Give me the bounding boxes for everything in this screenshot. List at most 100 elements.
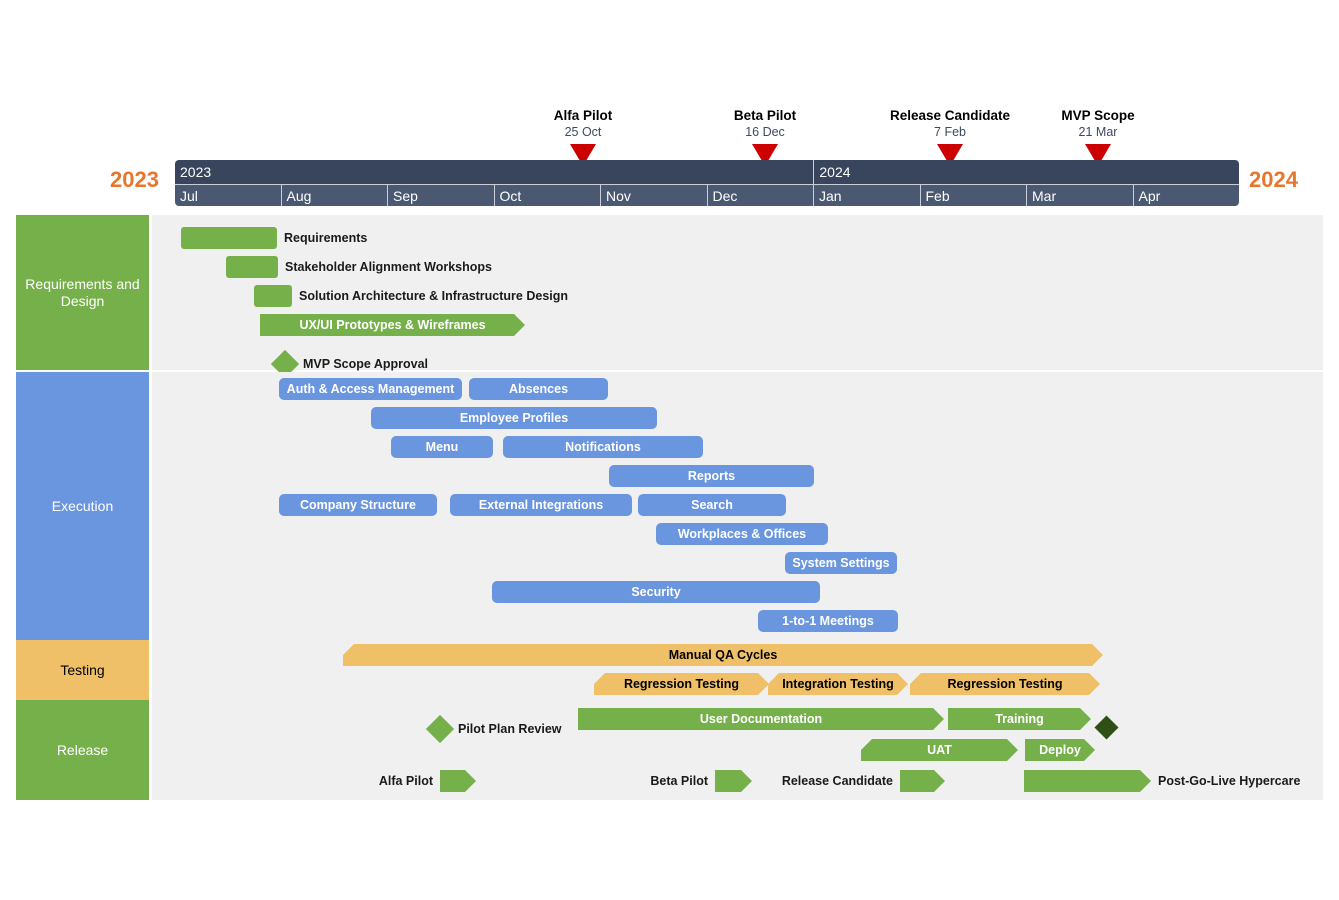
task-bar-label: Deploy [1039,743,1081,757]
task-bar[interactable]: External Integrations [450,494,632,516]
task-bar[interactable]: Integration Testing [768,673,908,695]
task-bar[interactable] [715,770,752,792]
task-bar-label: Training [995,712,1044,726]
task-bar[interactable]: Security [492,581,820,603]
task-bar-label: Reports [687,469,736,483]
task-bar-label: Absences [508,382,569,396]
milestone-0: Alfa Pilot 25 Oct [493,108,673,166]
milestone-diamond-icon[interactable] [1094,715,1119,740]
task-bar[interactable]: Regression Testing [594,673,769,695]
task-bar-label: Company Structure [300,498,416,512]
month-cell-nov: Nov [600,184,707,206]
task-bar[interactable]: UX/UI Prototypes & Wireframes [260,314,525,336]
task-bar-label: 1-to-1 Meetings [782,614,874,628]
task-bar[interactable]: Manual QA Cycles [343,644,1103,666]
task-bar-label: Auth & Access Management [286,382,455,396]
swimlane-label: Requirements and Design [16,215,149,370]
milestone-title: Alfa Pilot [553,108,613,123]
swimlane-execution: Execution Auth & Access Management Absence… [16,372,1323,640]
task-label: Release Candidate [781,774,893,788]
task-label: Post-Go-Live Hypercare [1158,774,1301,788]
task-bar[interactable] [226,256,278,278]
milestone-title: Release Candidate [889,108,1011,123]
milestone-date: 7 Feb [934,125,966,139]
year-band-2024: 2024 [813,160,1239,184]
task-bar[interactable]: Auth & Access Management [279,378,462,400]
task-bar[interactable]: Menu [391,436,493,458]
year-band-2023: 2023 [175,160,814,184]
milestone-date: 25 Oct [564,125,602,139]
month-cell-apr: Apr [1132,184,1239,206]
task-bar[interactable]: 1-to-1 Meetings [758,610,898,632]
month-cell-feb: Feb [919,184,1026,206]
task-label: Alfa Pilot [378,774,433,788]
task-bar-label: Notifications [565,440,641,454]
swimlane-label: Testing [16,640,149,700]
task-bar[interactable]: Workplaces & Offices [656,523,828,545]
month-cell-sep: Sep [387,184,494,206]
task-bar-label: User Documentation [699,712,823,726]
task-bar[interactable]: Absences [469,378,608,400]
task-label: Requirements [284,231,368,245]
task-label: Solution Architecture & Infrastructure D… [299,289,569,303]
milestone-date: 21 Mar [1078,125,1118,139]
milestone-diamond-label: MVP Scope Approval [303,357,429,371]
task-bar[interactable]: Search [638,494,786,516]
task-bar[interactable] [1024,770,1151,792]
task-bar-label: Workplaces & Offices [677,527,807,541]
swimlane-label: Execution [16,372,149,640]
task-bar-label: System Settings [792,556,890,570]
month-cell-jul: Jul [175,184,281,206]
task-label: Beta Pilot [650,774,708,788]
task-bar-label: Menu [425,440,459,454]
milestone-3: MVP Scope 21 Mar [1008,108,1188,166]
milestone-title: MVP Scope [1061,108,1135,123]
task-bar[interactable]: Regression Testing [910,673,1100,695]
year-label-left: 2023 [110,167,159,192]
milestone-diamond-icon[interactable] [425,714,455,744]
month-cell-jan: Jan [813,184,920,206]
task-bar[interactable] [900,770,945,792]
task-bar-label: Security [631,585,681,599]
task-bar[interactable] [254,285,292,307]
task-bar-label: UAT [927,743,952,757]
task-bar[interactable]: User Documentation [578,708,944,730]
task-bar[interactable]: Employee Profiles [371,407,657,429]
task-bar[interactable]: Reports [609,465,814,487]
swimlane-label: Release [16,700,149,800]
task-bar-label: Manual QA Cycles [668,648,778,662]
task-bar[interactable] [181,227,277,249]
task-bar[interactable]: System Settings [785,552,897,574]
task-bar-label: Regression Testing [623,677,740,691]
task-bar-label: Integration Testing [782,677,894,691]
milestone-diamond-label: Pilot Plan Review [458,722,562,736]
month-cell-mar: Mar [1026,184,1133,206]
year-label-right: 2024 [1249,167,1298,192]
task-bar[interactable]: Training [948,708,1091,730]
task-bar[interactable]: Deploy [1025,739,1095,761]
task-bar-label: Employee Profiles [459,411,569,425]
task-bar[interactable]: Notifications [503,436,703,458]
task-bar[interactable]: Company Structure [279,494,437,516]
month-cell-oct: Oct [493,184,600,206]
task-label: Stakeholder Alignment Workshops [285,260,492,274]
task-bar-label: Search [691,498,733,512]
task-bar-label: Regression Testing [947,677,1063,691]
month-cell-aug: Aug [280,184,387,206]
task-bar-label: External Integrations [478,498,604,512]
task-bar[interactable] [440,770,476,792]
task-bar-label: UX/UI Prototypes & Wireframes [299,318,486,332]
milestone-title: Beta Pilot [733,108,797,123]
task-bar[interactable]: UAT [861,739,1018,761]
